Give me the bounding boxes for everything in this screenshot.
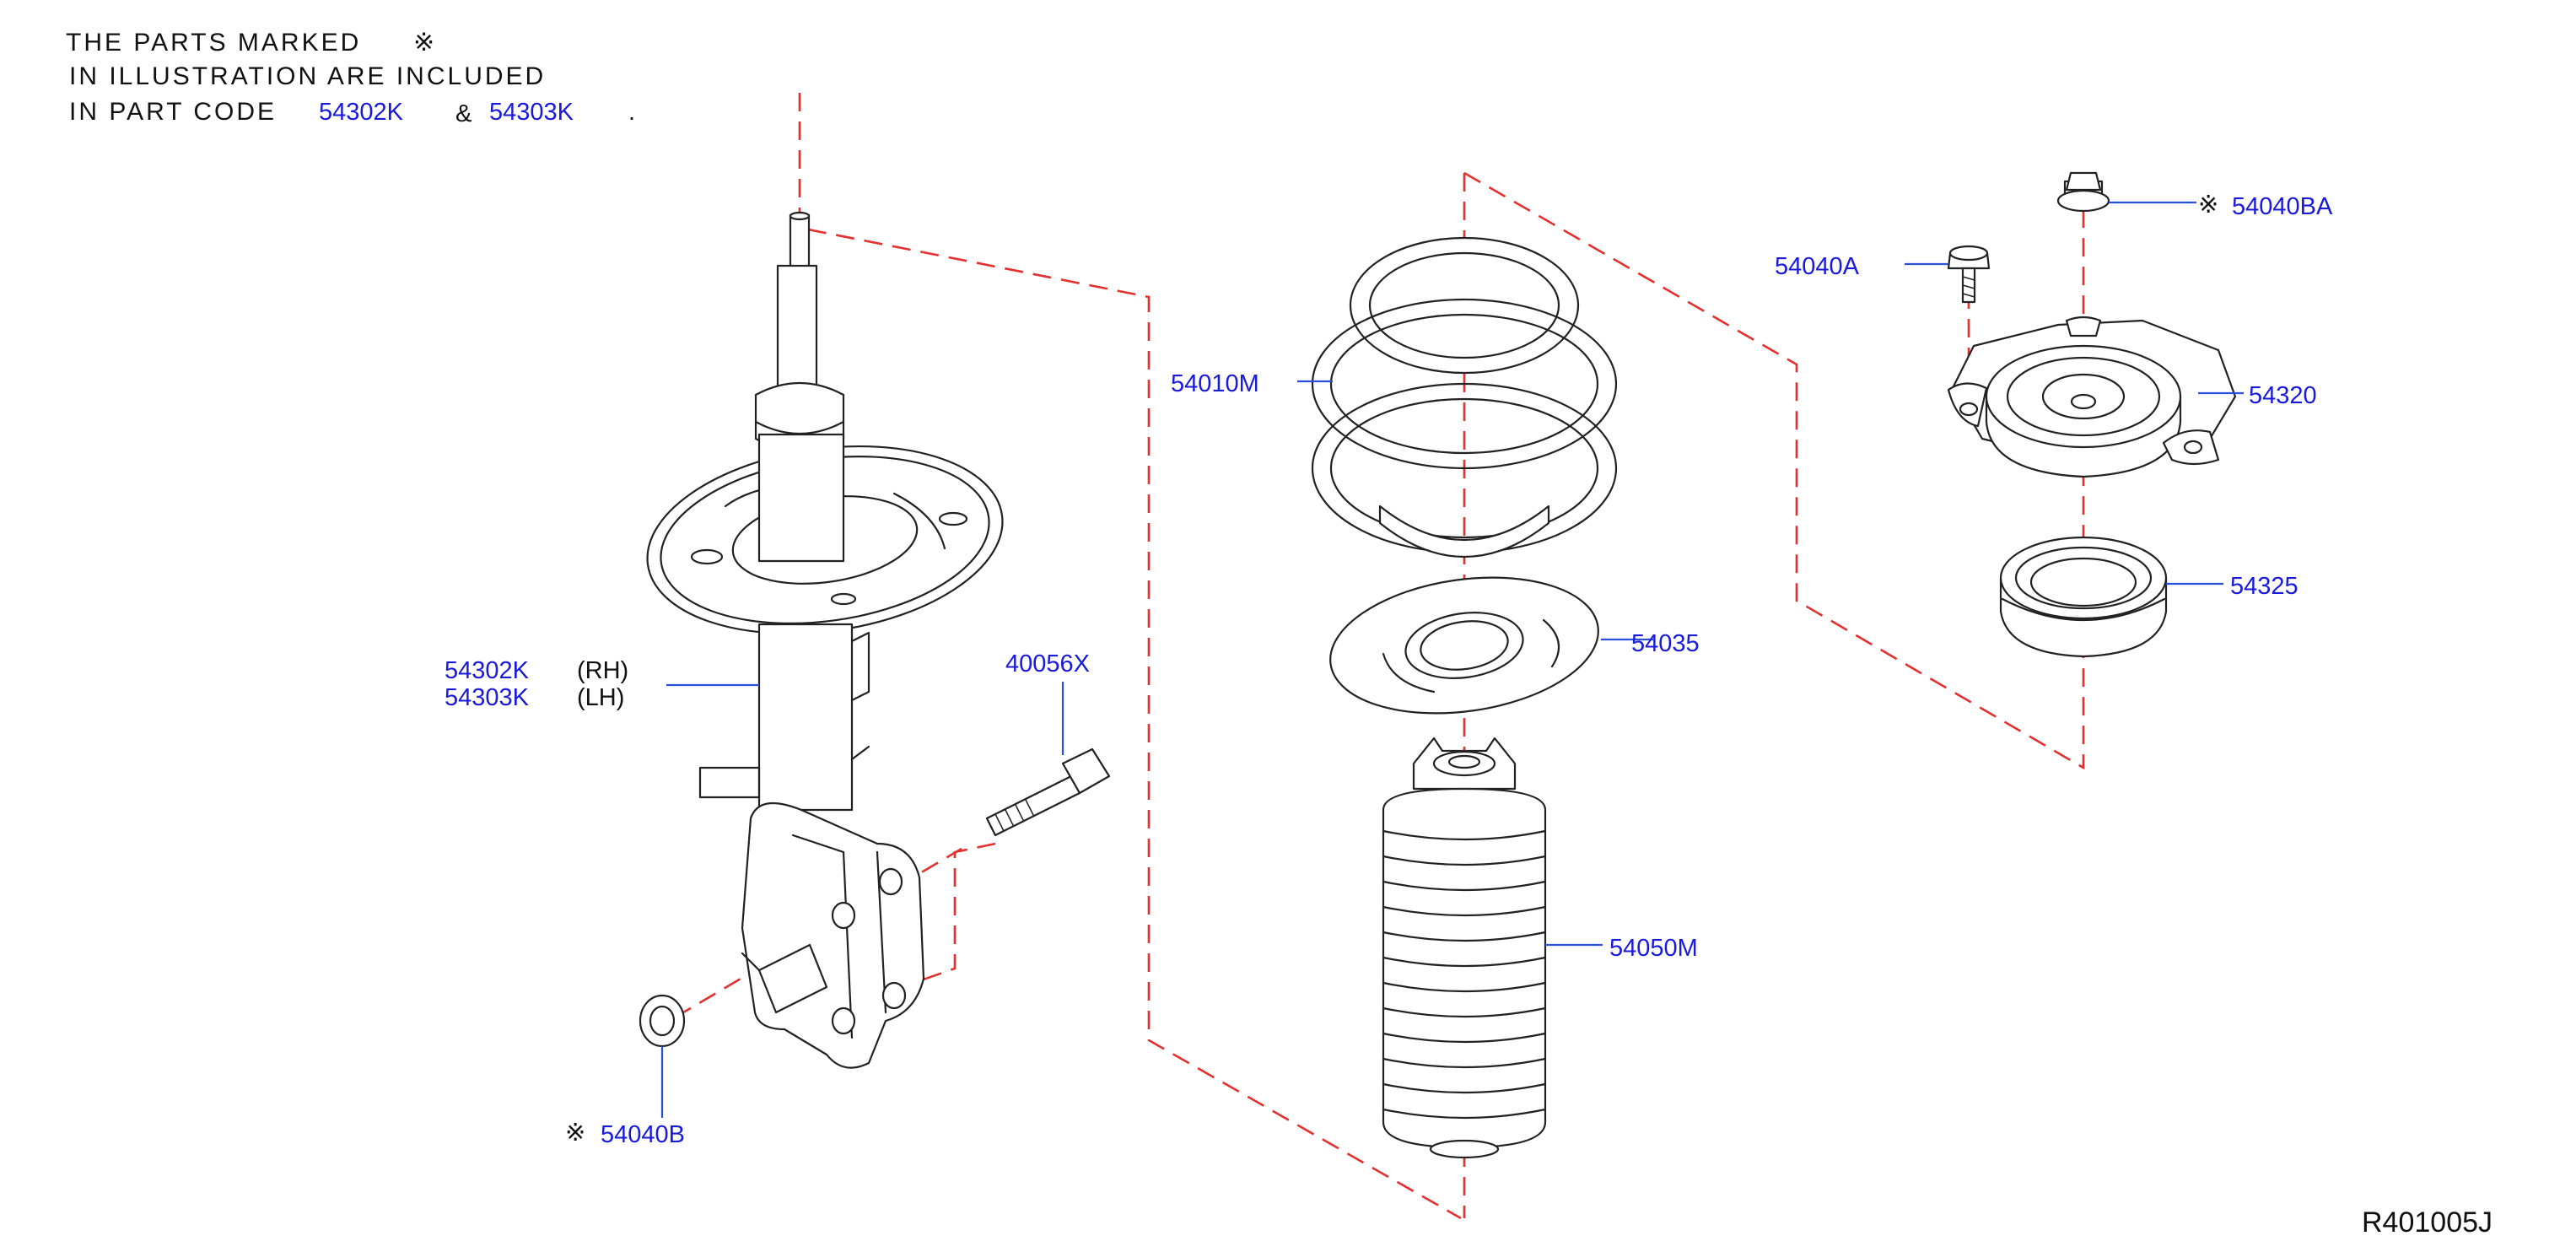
callout-leaders [660,201,2244,1118]
spring-to-bearing-guide [1463,171,2085,770]
label-rh: (RH) [577,657,628,684]
label-54040a[interactable]: 54040A [1775,253,1860,280]
note-code-54303k[interactable]: 54303K [489,99,574,126]
coil-spring-54010m[interactable] [1311,236,1618,559]
bolt-54040a[interactable] [1947,245,1991,304]
label-54040b[interactable]: 54040B [601,1121,685,1148]
diagram-reference-id: R401005J [2362,1206,2492,1239]
label-54035[interactable]: 54035 [1631,630,1700,657]
dust-boot [1382,787,1547,1149]
bolt-head [1061,747,1111,795]
strut-mount-54320[interactable] [1947,316,2237,478]
parts-note: THE PARTS MARKED ※ IN ILLUSTRATION ARE I… [66,29,635,127]
note-ampersand: & [455,100,472,127]
strut-assembly[interactable] [635,211,1015,1069]
spring-coil-2 [1311,298,1618,470]
stabilizer-tab [757,943,828,1014]
strut-upper-tube [757,433,845,563]
mount-ear-left [1947,382,1988,428]
label-54040ba-mark: ※ [2198,192,2218,219]
bracket-bolt-hole-upper [878,867,903,896]
bracket-bolt-hole-lower [881,981,907,1010]
brake-hose-bracket [698,766,761,799]
nut-54040ba[interactable] [2056,171,2110,213]
knuckle-bracket [741,801,925,1069]
spring-top-coil [1349,236,1580,375]
label-54320[interactable]: 54320 [2249,382,2317,409]
strut-body [757,623,854,812]
mount-ear-top [2065,316,2102,337]
note-line-1: THE PARTS MARKED [66,29,361,57]
strut-to-spring-guide [798,93,1462,1220]
bumper-boot-54050m[interactable] [1382,737,1547,1159]
note-line-2: IN ILLUSTRATION ARE INCLUDED [69,62,546,90]
seat-plate [1329,576,1599,715]
note-line-3: IN PART CODE [69,98,277,126]
bearing-top [1999,536,2168,620]
note-code-54302k[interactable]: 54302K [319,99,404,126]
label-54325[interactable]: 54325 [2230,573,2298,600]
bearing-54325[interactable] [1999,536,2168,658]
label-54010m[interactable]: 54010M [1171,370,1259,397]
label-54302k[interactable]: 54302K [445,657,530,684]
nut-54040b[interactable] [639,994,686,1048]
note-mark-symbol: ※ [413,29,437,57]
label-lh: (LH) [577,684,624,711]
spring-seat-54035[interactable] [1322,561,1608,729]
mount-center [2041,373,2126,420]
bolt-40056x[interactable] [985,747,1111,837]
label-54050m[interactable]: 54050M [1609,935,1698,962]
label-54303k[interactable]: 54303K [445,684,530,711]
note-period: . [628,99,635,126]
knuckle-bolt-guide [876,842,996,997]
label-54040ba[interactable]: 54040BA [2232,193,2333,220]
boot-convolutions [1382,829,1547,1120]
flange-nut [639,994,686,1048]
label-40056x[interactable]: 40056X [1005,650,1090,677]
mount-ear-right [2162,429,2220,466]
label-54040b-mark: ※ [565,1120,585,1147]
spring-bottom-coil [1378,505,1550,559]
callout-labels: 54302K (RH) 54303K (LH) 40056X ※ 54040B … [445,192,2333,1148]
